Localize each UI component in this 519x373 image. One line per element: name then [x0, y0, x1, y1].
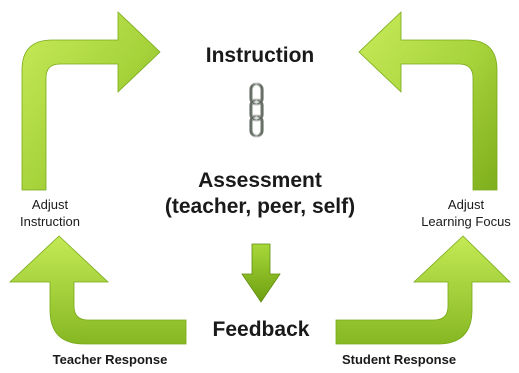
bottom-left-curved-arrow [8, 235, 187, 345]
adjust-instruction-label: Adjust Instruction [6, 196, 94, 230]
adjust-instruction-line2: Instruction [20, 214, 80, 229]
adjust-focus-line1: Adjust [447, 197, 485, 212]
adjust-learning-focus-label: Adjust Learning Focus [414, 196, 518, 230]
assessment-label: Assessment (teacher, peer, self) [150, 168, 370, 220]
adjust-focus-line2: Learning Focus [421, 214, 511, 229]
top-right-curved-arrow [358, 11, 498, 191]
assessment-subtitle: (teacher, peer, self) [164, 195, 356, 218]
teacher-response-label: Teacher Response [52, 352, 168, 367]
bottom-right-curved-arrow [335, 235, 511, 345]
student-response-label: Student Response [341, 352, 457, 367]
instruction-label: Instruction [205, 44, 315, 67]
adjust-instruction-line1: Adjust [31, 197, 69, 212]
feedback-label: Feedback [212, 318, 310, 341]
chain-link-icon [249, 82, 264, 138]
down-arrow-icon [241, 243, 281, 303]
assessment-title: Assessment [198, 169, 322, 192]
top-left-curved-arrow [21, 11, 161, 191]
